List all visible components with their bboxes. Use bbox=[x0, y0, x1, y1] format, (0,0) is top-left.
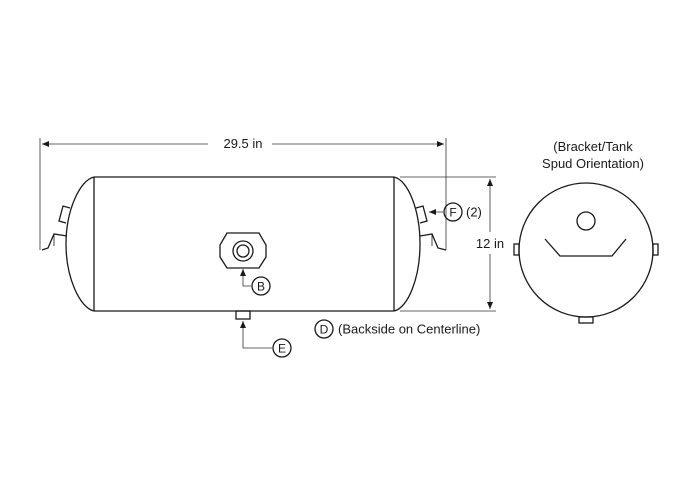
length-dimension: 29.5 in bbox=[39, 136, 447, 250]
side-view-bracket bbox=[544, 238, 627, 257]
spud-e-fitting bbox=[235, 310, 251, 320]
length-label: 29.5 in bbox=[223, 136, 262, 151]
callout-b-circle bbox=[251, 276, 271, 296]
callout-e-letter: E bbox=[278, 342, 286, 356]
tank-front-view bbox=[41, 176, 447, 320]
height-dimension: 12 in bbox=[400, 176, 504, 312]
callout-f-circle bbox=[443, 202, 463, 222]
side-view-spud-top bbox=[576, 211, 596, 231]
end-spud-left bbox=[58, 205, 71, 224]
callout-f-note: (2) bbox=[466, 205, 482, 220]
callout-b: B bbox=[240, 269, 271, 296]
callout-e: E bbox=[240, 321, 292, 358]
mount-bracket-left bbox=[41, 233, 68, 251]
height-label: 12 in bbox=[476, 236, 504, 251]
end-spud-right bbox=[415, 205, 428, 224]
callout-d-note: (Backside on Centerline) bbox=[338, 322, 480, 337]
tank-side-view bbox=[513, 182, 659, 324]
callout-f-letter: F bbox=[449, 206, 456, 220]
side-view-spud-right bbox=[652, 243, 659, 256]
side-view-spud-left bbox=[513, 243, 520, 256]
callout-b-letter: B bbox=[257, 280, 265, 294]
side-view-title-line-2: Spud Orientation) bbox=[542, 156, 644, 171]
side-view-title-line-1: (Bracket/Tank bbox=[553, 139, 633, 154]
callout-f: F (2) bbox=[429, 202, 482, 222]
callout-d-letter: D bbox=[320, 323, 329, 337]
spud-b-inner-ring bbox=[236, 244, 250, 258]
tank-end-circle bbox=[518, 182, 654, 318]
callout-d-circle bbox=[314, 319, 334, 339]
callout-d: D (Backside on Centerline) bbox=[314, 319, 480, 339]
callout-e-circle bbox=[272, 338, 292, 358]
tank-end-cap-right bbox=[393, 176, 421, 312]
tank-end-cap-left bbox=[65, 176, 95, 312]
mount-bracket-right bbox=[419, 233, 447, 251]
spud-b-fitting bbox=[219, 232, 267, 269]
spud-b-outer-ring bbox=[232, 240, 254, 262]
side-view-spud-bottom bbox=[578, 316, 594, 324]
